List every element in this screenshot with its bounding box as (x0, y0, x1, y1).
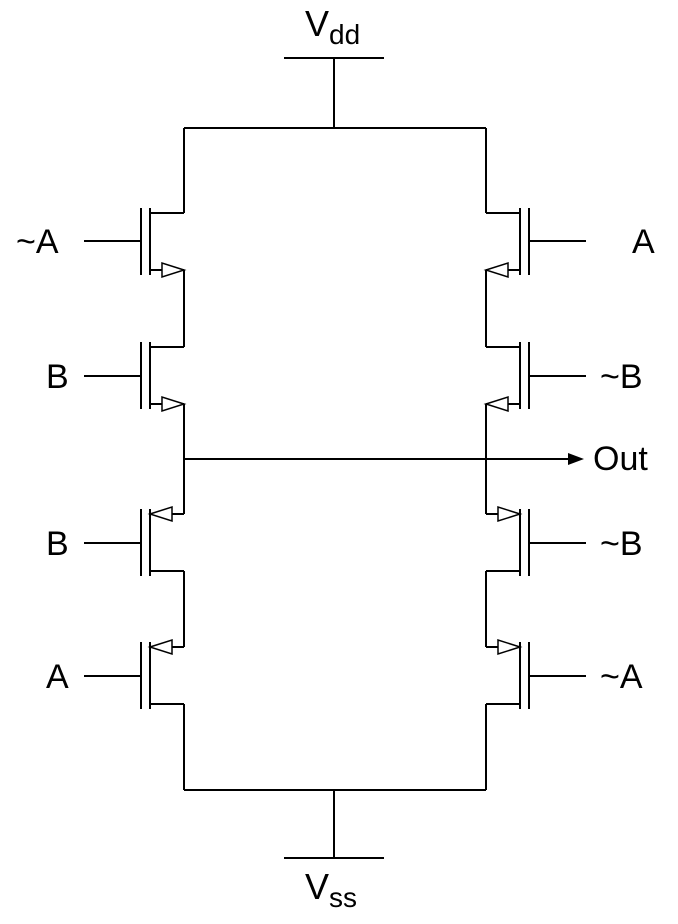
gate-label: ~B (600, 525, 643, 563)
transistor-nmos-right-top: ~B (497, 505, 643, 576)
gate-label: B (46, 358, 69, 396)
transistor-nmos-right-bottom: ~A (497, 638, 643, 709)
transistor-pmos-right-bottom: ~B (483, 342, 643, 413)
vss-label: Vss (305, 866, 357, 913)
transistor-nmos-left-bottom: A (46, 638, 173, 709)
gate-label: ~B (600, 358, 643, 396)
output-node: Out (184, 440, 648, 478)
output-label: Out (593, 440, 648, 478)
output-arrow (568, 453, 584, 465)
gate-label: A (632, 223, 655, 261)
vss-supply: Vss (284, 790, 384, 913)
transistor-pmos-left-top: ~A (16, 208, 187, 279)
gate-label: ~A (16, 223, 59, 261)
transistor-pmos-left-bottom: B (46, 342, 187, 413)
gate-label: B (46, 525, 69, 563)
gate-label: A (46, 658, 69, 696)
gate-label: ~A (600, 658, 643, 696)
transistor-pmos-right-top: A (483, 208, 655, 279)
left-column-wires (150, 128, 185, 790)
transistor-nmos-left-top: B (46, 505, 173, 576)
vdd-label: Vdd (305, 3, 360, 50)
vdd-supply: Vdd (284, 3, 384, 128)
